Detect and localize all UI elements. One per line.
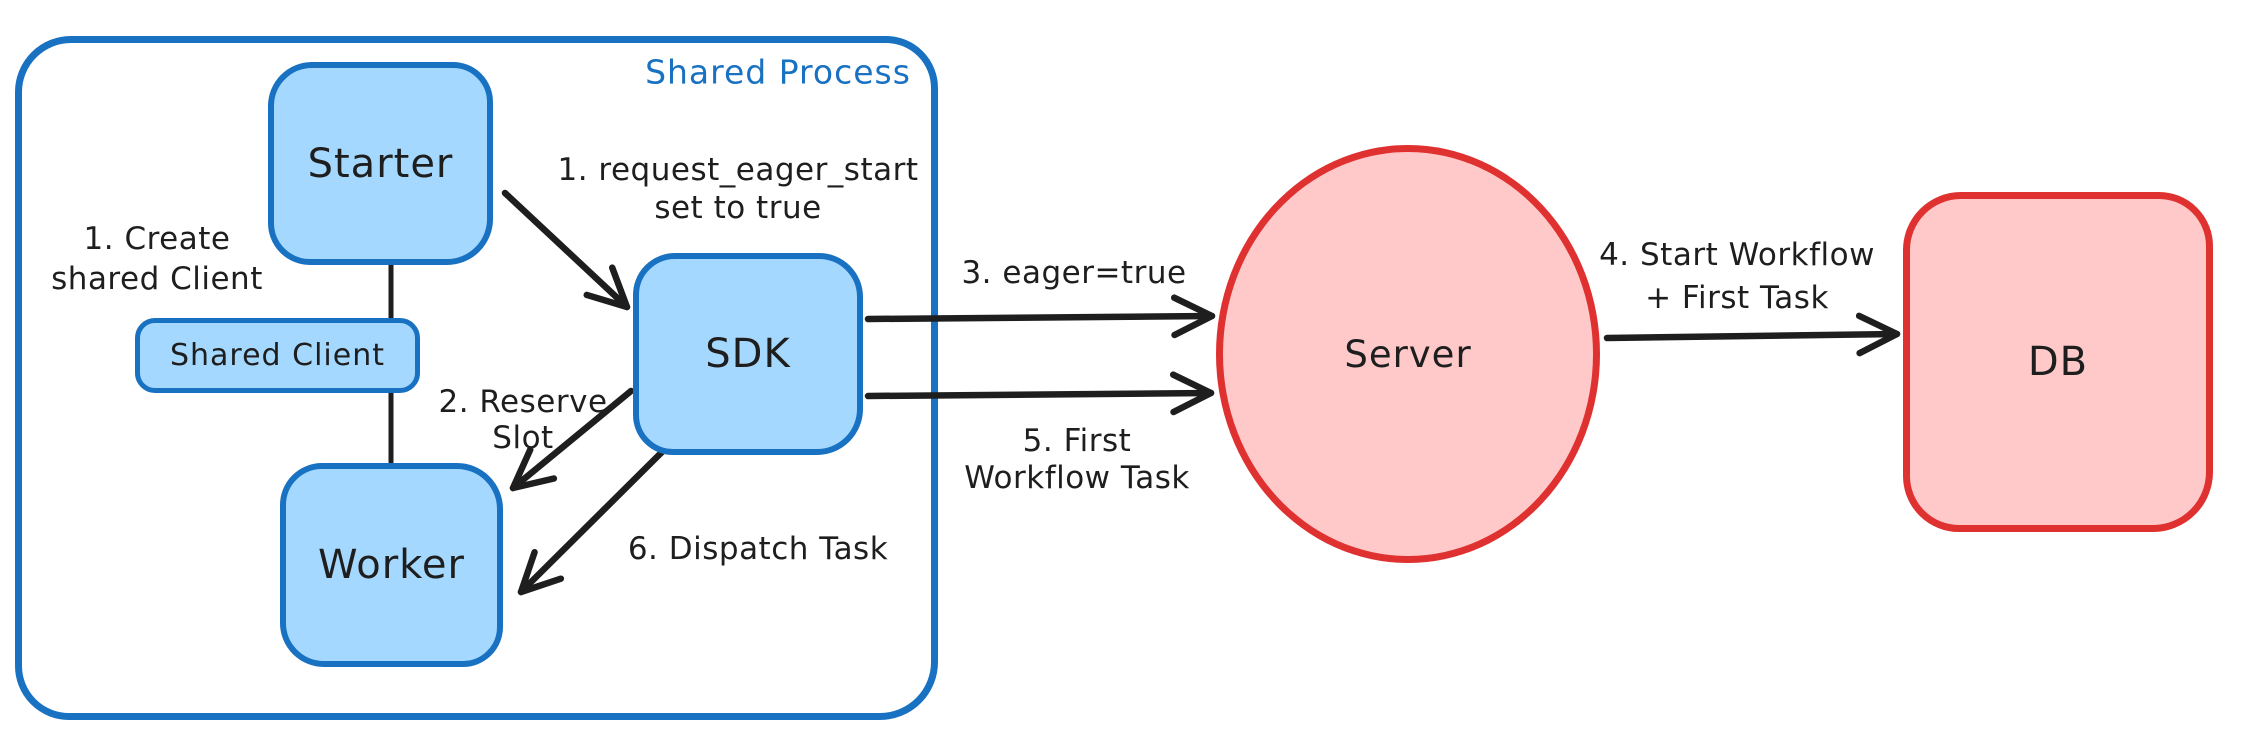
annotation-line: + First Task	[1645, 280, 1829, 316]
annotation-line: set to true	[654, 190, 822, 226]
annotation-line: Slot	[492, 420, 554, 456]
node-db-label: DB	[2027, 339, 2089, 385]
node-worker: Worker	[280, 463, 503, 667]
annotation-start-workflow-first-task: 4. Start Workflow + First Task	[1599, 234, 1875, 320]
node-shared-client-label: Shared Client	[169, 338, 385, 373]
annotation-line: 2. Reserve	[438, 384, 608, 420]
node-starter-label: Starter	[307, 140, 454, 187]
node-worker-label: Worker	[318, 542, 465, 588]
node-sdk-label: SDK	[705, 331, 791, 377]
shared-process-label: Shared Process	[645, 52, 911, 92]
annotation-line: 1. Create	[83, 221, 231, 257]
node-sdk: SDK	[633, 253, 863, 455]
node-starter: Starter	[268, 62, 493, 265]
annotation-eager-true: 3. eager=true	[961, 254, 1186, 292]
annotation-line: 5. First	[1022, 423, 1132, 459]
node-server: Server	[1216, 145, 1600, 563]
annotation-request-eager-start: 1. request_eager_start set to true	[557, 151, 918, 227]
node-server-label: Server	[1344, 332, 1472, 376]
node-db: DB	[1903, 192, 2213, 532]
annotation-line: shared Client	[51, 261, 263, 297]
annotation-line: 1. request_eager_start	[557, 152, 919, 188]
node-shared-client: Shared Client	[135, 318, 420, 393]
shared-process-container	[15, 36, 938, 720]
annotation-line: 3. eager=true	[961, 255, 1187, 291]
annotation-reserve-slot: 2. Reserve Slot	[438, 384, 607, 456]
annotation-first-workflow-task: 5. First Workflow Task	[964, 423, 1190, 497]
annotation-create-shared-client: 1. Create shared Client	[51, 219, 263, 299]
annotation-line: Workflow Task	[964, 460, 1190, 496]
arrow-start-workflow	[1603, 312, 1901, 357]
annotation-dispatch-task: 6. Dispatch Task	[628, 530, 888, 568]
annotation-line: 4. Start Workflow	[1599, 237, 1875, 273]
annotation-line: 6. Dispatch Task	[627, 531, 889, 567]
